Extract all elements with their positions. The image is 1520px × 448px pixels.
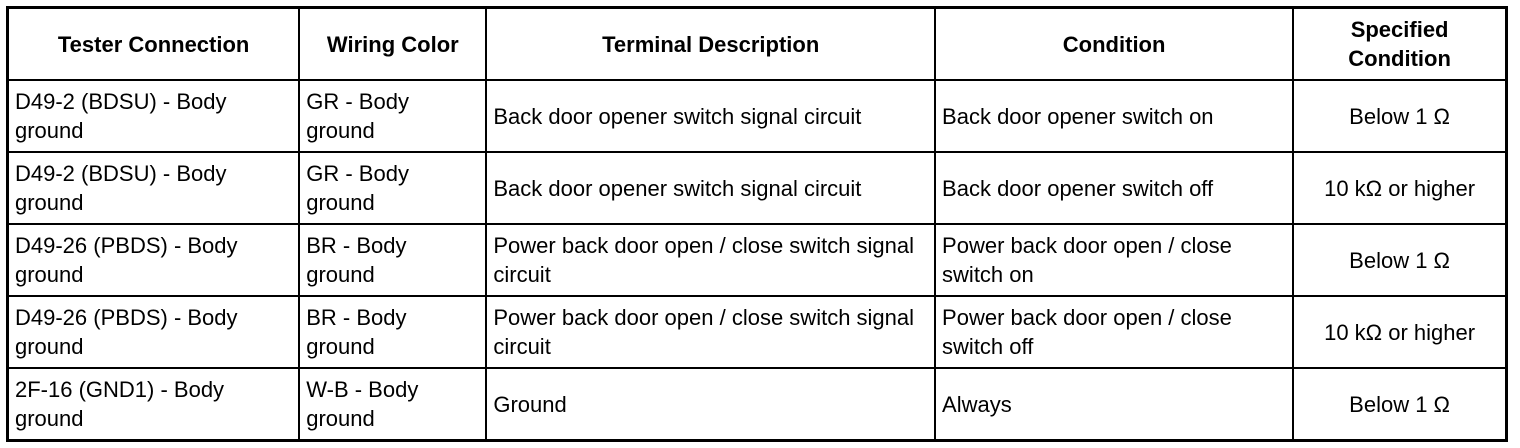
- header-specified-condition-line1: Specified: [1350, 17, 1449, 42]
- cell-condition: Back door opener switch off: [934, 151, 1295, 225]
- table-row: 2F-16 (GND1) - Body ground W-B - Body gr…: [6, 367, 1508, 442]
- cell-specified-condition: Below 1 Ω: [1292, 223, 1508, 297]
- header-specified-condition: Specified Condition: [1292, 6, 1508, 81]
- cell-specified-condition: Below 1 Ω: [1292, 79, 1508, 153]
- cell-specified-condition: 10 kΩ or higher: [1292, 151, 1508, 225]
- cell-condition: Always: [934, 367, 1295, 442]
- table-header-row: Tester Connection Wiring Color Terminal …: [6, 6, 1508, 81]
- cell-tester-connection: D49-26 (PBDS) - Body ground: [6, 295, 301, 369]
- header-wiring-color: Wiring Color: [298, 6, 488, 81]
- cell-terminal-description: Ground: [485, 367, 937, 442]
- cell-terminal-description: Power back door open / close switch sign…: [485, 295, 937, 369]
- table-row: D49-26 (PBDS) - Body ground BR - Body gr…: [6, 223, 1508, 297]
- table-row: D49-26 (PBDS) - Body ground BR - Body gr…: [6, 295, 1508, 369]
- cell-tester-connection: 2F-16 (GND1) - Body ground: [6, 367, 301, 442]
- header-condition: Condition: [934, 6, 1295, 81]
- table-row: D49-2 (BDSU) - Body ground GR - Body gro…: [6, 79, 1508, 153]
- cell-wiring-color: GR - Body ground: [298, 79, 488, 153]
- cell-condition: Power back door open / close switch on: [934, 223, 1295, 297]
- specification-table: Tester Connection Wiring Color Terminal …: [6, 6, 1508, 442]
- table-row: D49-2 (BDSU) - Body ground GR - Body gro…: [6, 151, 1508, 225]
- cell-condition: Power back door open / close switch off: [934, 295, 1295, 369]
- cell-terminal-description: Back door opener switch signal circuit: [485, 79, 937, 153]
- cell-wiring-color: BR - Body ground: [298, 223, 488, 297]
- cell-condition: Back door opener switch on: [934, 79, 1295, 153]
- header-specified-condition-line2: Condition: [1348, 46, 1451, 71]
- cell-specified-condition: Below 1 Ω: [1292, 367, 1508, 442]
- cell-tester-connection: D49-2 (BDSU) - Body ground: [6, 151, 301, 225]
- cell-wiring-color: GR - Body ground: [298, 151, 488, 225]
- cell-wiring-color: W-B - Body ground: [298, 367, 488, 442]
- cell-tester-connection: D49-2 (BDSU) - Body ground: [6, 79, 301, 153]
- header-tester-connection: Tester Connection: [6, 6, 301, 81]
- cell-terminal-description: Power back door open / close switch sign…: [485, 223, 937, 297]
- cell-terminal-description: Back door opener switch signal circuit: [485, 151, 937, 225]
- cell-wiring-color: BR - Body ground: [298, 295, 488, 369]
- cell-specified-condition: 10 kΩ or higher: [1292, 295, 1508, 369]
- header-terminal-description: Terminal Description: [485, 6, 937, 81]
- cell-tester-connection: D49-26 (PBDS) - Body ground: [6, 223, 301, 297]
